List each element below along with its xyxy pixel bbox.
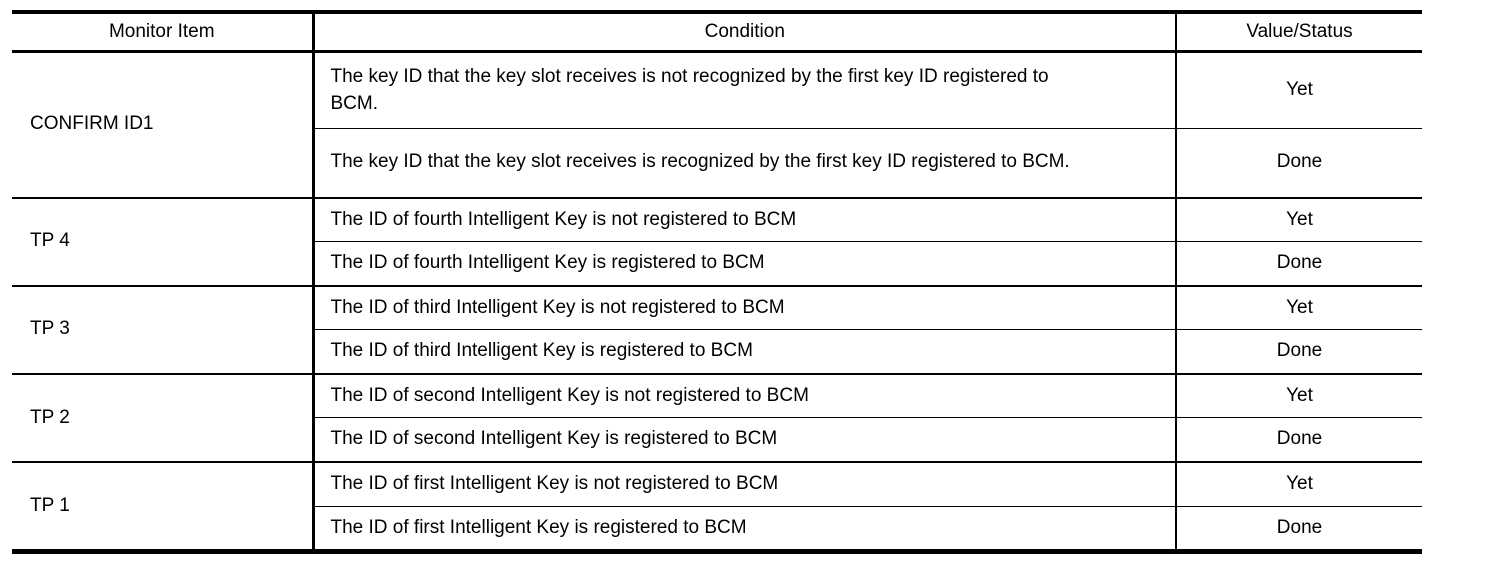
monitor-item-cell: TP 1 [12, 462, 313, 553]
condition-cell: The ID of first Intelligent Key is not r… [311, 462, 1176, 507]
monitor-item-cell: CONFIRM ID1 [12, 51, 313, 199]
table-row: TP 2 The ID of second Intelligent Key is… [12, 373, 1422, 464]
condition-cell: The ID of third Intelligent Key is not r… [311, 285, 1176, 331]
value-cell: Done [1175, 329, 1422, 375]
condition-cell: The ID of fourth Intelligent Key is regi… [311, 241, 1176, 287]
value-cell: Yet [1175, 51, 1422, 129]
condition-cell: The ID of fourth Intelligent Key is not … [311, 197, 1176, 243]
condition-cell: The ID of first Intelligent Key is regis… [311, 506, 1176, 553]
value-cell: Done [1175, 128, 1422, 199]
condition-cell: The ID of second Intelligent Key is not … [311, 373, 1176, 419]
table-row: The ID of second Intelligent Key is regi… [12, 417, 1422, 464]
condition-cell: The key ID that the key slot receives is… [311, 128, 1176, 199]
value-cell: Done [1175, 241, 1422, 287]
table-row: TP 1 The ID of first Intelligent Key is … [12, 462, 1422, 553]
table-row: TP 3 The ID of third Intelligent Key is … [12, 285, 1422, 375]
header-monitor-item: Monitor Item [12, 12, 313, 53]
monitor-item-cell: TP 4 [12, 197, 313, 287]
monitor-item-cell: TP 3 [12, 285, 313, 375]
header-condition: Condition [311, 12, 1176, 53]
value-cell: Yet [1175, 197, 1422, 243]
table-row: The key ID that the key slot receives is… [12, 128, 1422, 199]
header-value-status: Value/Status [1175, 12, 1422, 53]
table-row: TP 4 The ID of fourth Intelligent Key is… [12, 197, 1422, 287]
table-row: CONFIRM ID1 The key ID that the key slot… [12, 51, 1422, 199]
monitor-item-table: Monitor Item Condition Value/Status CONF… [12, 10, 1422, 555]
value-cell: Yet [1175, 373, 1422, 419]
condition-cell: The ID of third Intelligent Key is regis… [311, 329, 1176, 375]
value-cell: Done [1175, 506, 1422, 553]
value-cell: Done [1175, 417, 1422, 464]
table-row: The ID of third Intelligent Key is regis… [12, 329, 1422, 375]
value-cell: Yet [1175, 462, 1422, 507]
value-cell: Yet [1175, 285, 1422, 331]
table-header-row: Monitor Item Condition Value/Status [12, 12, 1422, 53]
table-row: The ID of fourth Intelligent Key is regi… [12, 241, 1422, 287]
table-row: The ID of first Intelligent Key is regis… [12, 506, 1422, 553]
condition-cell: The key ID that the key slot receives is… [311, 51, 1176, 129]
monitor-item-cell: TP 2 [12, 373, 313, 464]
condition-cell: The ID of second Intelligent Key is regi… [311, 417, 1176, 464]
